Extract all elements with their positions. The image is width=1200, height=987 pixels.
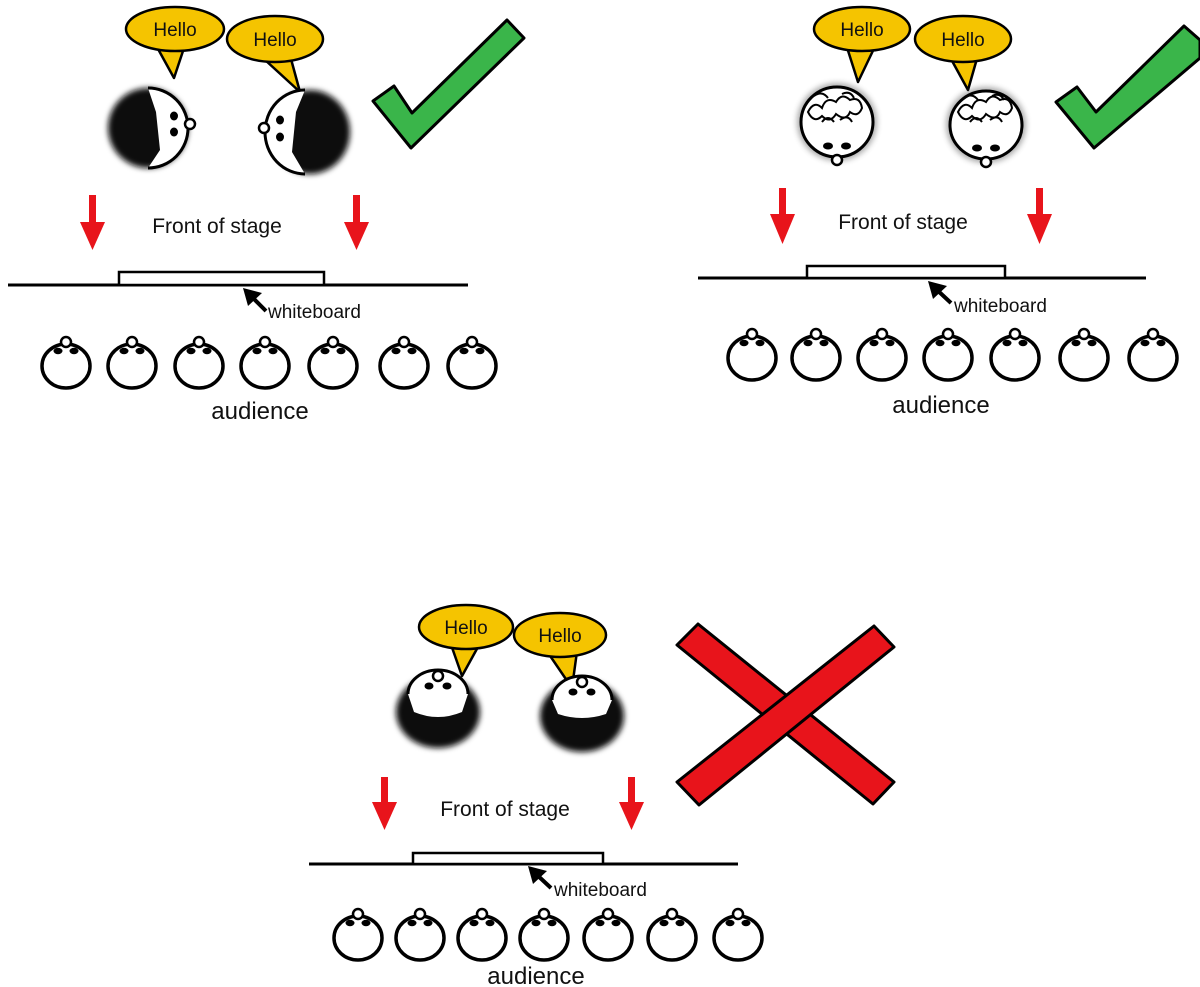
bubble-text: Hello [153,20,196,41]
audience-member [239,335,291,390]
bubble-text: Hello [538,626,581,647]
audience-member [790,327,842,382]
front-of-stage-label: Front of stage [838,211,968,234]
cross-mark-icon [675,622,896,807]
speech-bubble-left: Hello [812,5,912,84]
speech-bubble-left: Hello [417,603,515,678]
audience-label: audience [892,392,989,419]
audience-member [989,327,1041,382]
audience-member [726,327,778,382]
speech-bubble-right: Hello [913,14,1013,92]
audience-member [173,335,225,390]
panel-top-left: Hello Hello [8,5,526,425]
pointer-arrow-icon [243,288,268,313]
speaker-head-right [540,674,624,752]
bubble-text: Hello [253,30,296,51]
speech-bubble-right: Hello [512,611,608,690]
audience-row [726,327,1179,382]
whiteboard-label: whiteboard [553,880,647,901]
audience-member [332,907,384,962]
down-arrow-icon [619,777,644,830]
whiteboard [411,851,605,866]
speaker-head-left [797,83,877,167]
down-arrow-icon [372,777,397,830]
speech-bubble-left: Hello [124,5,226,80]
audience-member [378,335,430,390]
whiteboard [805,264,1007,280]
bubble-text: Hello [941,30,984,51]
check-mark-icon [1054,24,1200,150]
front-of-stage-label: Front of stage [440,798,570,821]
panel-top-right: Hello Hello [698,5,1200,419]
audience-member [1127,327,1179,382]
audience-row [40,335,498,390]
audience-member [712,907,764,962]
panel-bottom: Hello Hello [309,603,896,987]
down-arrow-icon [80,195,105,250]
speech-bubble-right: Hello [225,14,325,94]
down-arrow-icon [1027,188,1052,244]
audience-member [40,335,92,390]
speaker-head-right [257,88,350,176]
check-mark-icon [371,18,526,150]
pointer-arrow-icon [528,866,553,890]
audience-member [922,327,974,382]
audience-member [582,907,634,962]
speaker-head-left [396,668,480,748]
down-arrow-icon [770,188,795,244]
audience-row [332,907,764,962]
audience-member [518,907,570,962]
front-of-stage-label: Front of stage [152,215,282,238]
speaker-head-right [946,87,1026,169]
audience-member [856,327,908,382]
audience-label: audience [487,963,584,987]
whiteboard-label: whiteboard [953,296,1047,317]
audience-member [646,907,698,962]
whiteboard-label: whiteboard [267,302,361,323]
audience-member [394,907,446,962]
bubble-text: Hello [444,618,487,639]
speaker-head-left [108,86,197,170]
pointer-arrow-icon [928,281,953,305]
audience-member [446,335,498,390]
audience-member [1058,327,1110,382]
audience-member [307,335,359,390]
audience-label: audience [211,398,308,425]
down-arrow-icon [344,195,369,250]
whiteboard [117,270,326,287]
bubble-text: Hello [840,20,883,41]
audience-member [106,335,158,390]
audience-member [456,907,508,962]
